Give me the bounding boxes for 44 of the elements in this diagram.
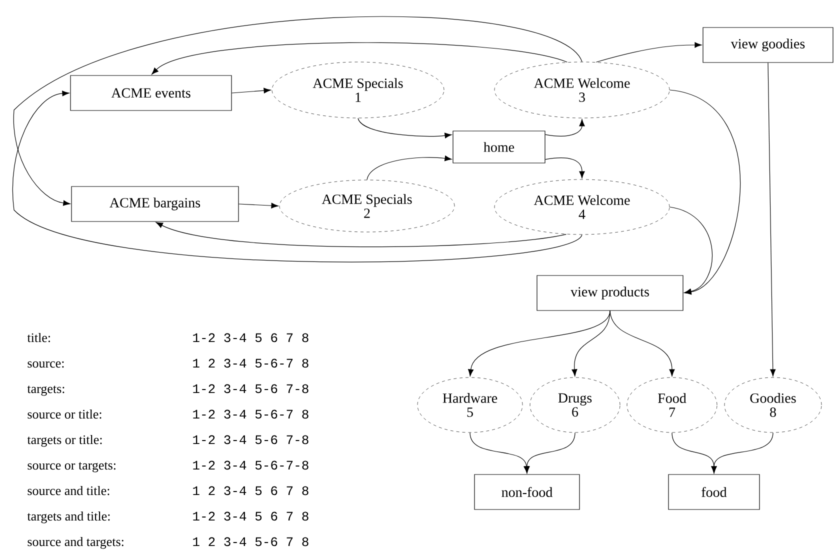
code-text: 1-2 3-4 5-6-7 8 (193, 410, 308, 419)
code-text: 1-2 3-4 5 6 7 8 (193, 333, 308, 342)
table-label: source and targets: (28, 536, 124, 549)
code-text: 1-2 3-4 5-6-7-8 (193, 460, 308, 470)
arrow (12, 90, 582, 262)
arrow (572, 310, 610, 376)
arrow (232, 88, 271, 94)
table-label: source or targets: (28, 462, 116, 472)
process-box: ACME bargains (71, 186, 239, 222)
arrow (669, 206, 712, 294)
arrow (596, 42, 702, 62)
arrow (152, 42, 568, 75)
process-box: home (452, 130, 546, 164)
arrow (669, 90, 740, 295)
arrow (238, 202, 278, 208)
table-label: targets: (27, 386, 64, 396)
arrow (156, 222, 567, 248)
table-label: source or title: (28, 409, 102, 419)
table-label: source: (28, 361, 64, 368)
arrow (711, 432, 774, 474)
table-label: title: (27, 332, 50, 342)
code-text: 1-2 3-4 5 6 7 8 (193, 512, 308, 521)
arrow (468, 310, 610, 376)
code-text: 1-2 3-4 5-6 7-8 (193, 384, 308, 394)
arrow (610, 310, 675, 376)
process-box: ACME events (70, 75, 232, 111)
process-box: food (668, 474, 760, 510)
process-box: view products (536, 275, 684, 311)
arrow (13, 16, 582, 206)
arrow (545, 158, 585, 178)
table-label: targets or title: (27, 434, 102, 447)
process-box: view goodies (702, 27, 834, 63)
code-text: 1 2 3-4 5 6 7 8 (193, 486, 308, 496)
arrow (545, 119, 585, 136)
arrow (524, 432, 576, 474)
arrow (358, 118, 452, 138)
table-label: targets and title: (27, 511, 110, 524)
arrow (768, 62, 776, 376)
arrow (366, 156, 452, 180)
code-text: 1-2 3-4 5-6 7-8 (193, 435, 308, 444)
code-text: 1 2 3-4 5-6-7 8 (193, 358, 308, 368)
table-label: source and title: (28, 486, 110, 496)
process-box: non-food (474, 474, 580, 510)
code-text: 1 2 3-4 5-6 7 8 (193, 537, 308, 546)
